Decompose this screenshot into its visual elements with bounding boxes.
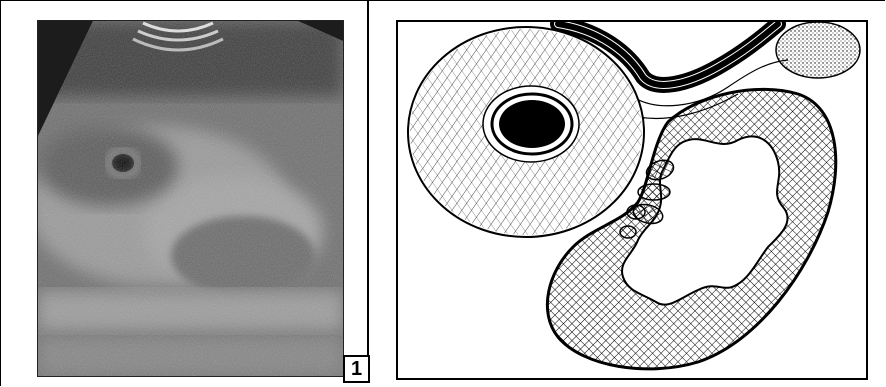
ultrasound-image bbox=[37, 20, 344, 377]
dotted-ovary bbox=[776, 22, 860, 78]
panel-divider bbox=[367, 0, 369, 355]
figure-number: 1 bbox=[343, 355, 370, 383]
schematic-diagram bbox=[396, 20, 868, 380]
ultrasound-svg bbox=[38, 21, 343, 376]
diagram-svg bbox=[398, 22, 866, 378]
sac-lumen bbox=[499, 100, 565, 148]
